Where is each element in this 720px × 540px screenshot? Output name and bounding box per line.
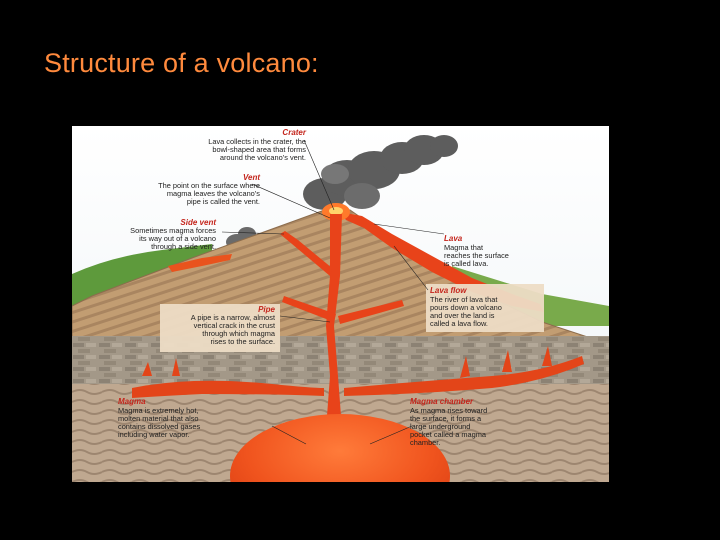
svg-text:chamber.: chamber.: [410, 438, 440, 447]
sill-right: [344, 356, 584, 396]
svg-text:bowl-shaped area that forms: bowl-shaped area that forms: [212, 145, 306, 154]
svg-text:through a side vent.: through a side vent.: [151, 242, 216, 251]
svg-text:the surface, it forms a: the surface, it forms a: [410, 414, 482, 423]
side-lava: [168, 254, 232, 272]
svg-text:Magma chamber: Magma chamber: [410, 397, 474, 406]
pipe-callout: Pipe A pipe is a narrow, almost vertical…: [191, 305, 276, 346]
crater-callout: Crater Lava collects in the crater, the …: [208, 128, 307, 162]
svg-text:Crater: Crater: [282, 128, 306, 137]
svg-text:Magma that: Magma that: [444, 243, 483, 252]
svg-text:around the volcano’s vent.: around the volcano’s vent.: [220, 153, 306, 162]
svg-text:molten material that also: molten material that also: [118, 414, 199, 423]
side-vent: [280, 231, 332, 276]
lava-flow-callout: Lava flow The river of lava that pours d…: [430, 286, 502, 328]
pipe-box: [160, 304, 280, 352]
svg-text:Lava flow: Lava flow: [430, 286, 467, 295]
main-pipe: [324, 214, 344, 456]
svg-text:magma leaves the volcano’s: magma leaves the volcano’s: [167, 189, 260, 198]
svg-text:The point on the surface where: The point on the surface where: [158, 181, 260, 190]
lava-flow-box: [426, 284, 544, 332]
volcano-illustration: Crater Lava collects in the crater, the …: [72, 126, 609, 482]
volcano-diagram: Crater Lava collects in the crater, the …: [72, 126, 609, 482]
svg-text:Pipe: Pipe: [258, 305, 275, 314]
slide-title: Structure of a volcano:: [44, 48, 319, 78]
svg-text:large underground: large underground: [410, 422, 470, 431]
lava-callout: Lava Magma that reaches the surface is c…: [444, 234, 509, 268]
svg-text:Sometimes magma forces: Sometimes magma forces: [130, 226, 216, 235]
ash-cloud: [303, 135, 458, 210]
vent-callout: Vent The point on the surface where magm…: [158, 173, 260, 206]
svg-text:its way out of a volcano: its way out of a volcano: [139, 234, 216, 243]
svg-text:As magma rises toward: As magma rises toward: [410, 406, 487, 415]
svg-text:reaches the surface: reaches the surface: [444, 251, 509, 260]
svg-text:A pipe is a narrow, almost: A pipe is a narrow, almost: [191, 313, 275, 322]
magma-chamber-callout: Magma chamber As magma rises toward the …: [410, 397, 487, 447]
svg-text:contains dissolved gases: contains dissolved gases: [118, 422, 200, 431]
svg-text:Lava collects in the crater, t: Lava collects in the crater, the: [208, 137, 306, 146]
svg-text:through which magma: through which magma: [202, 329, 276, 338]
svg-text:vertical crack in the crust: vertical crack in the crust: [194, 321, 275, 330]
svg-text:Magma: Magma: [118, 397, 146, 406]
svg-text:including water vapor.: including water vapor.: [118, 430, 190, 439]
svg-text:pocket called a magma: pocket called a magma: [410, 430, 487, 439]
svg-text:The river of lava that: The river of lava that: [430, 295, 497, 304]
svg-text:Side vent: Side vent: [180, 218, 216, 227]
magma-chamber: [230, 414, 450, 482]
magma-callout: Magma Magma is extremely hot, molten mat…: [118, 397, 200, 439]
svg-text:rises to the surface.: rises to the surface.: [211, 337, 276, 346]
side-vent-callout: Side vent Sometimes magma forces its way…: [130, 218, 216, 251]
svg-text:pours down a volcano: pours down a volcano: [430, 303, 502, 312]
svg-text:Lava: Lava: [444, 234, 463, 243]
sill-left: [132, 380, 324, 398]
svg-text:Vent: Vent: [243, 173, 260, 182]
svg-text:Magma is extremely hot,: Magma is extremely hot,: [118, 406, 199, 415]
svg-text:pipe is called the vent.: pipe is called the vent.: [187, 197, 260, 206]
svg-text:and over the land is: and over the land is: [430, 311, 495, 320]
svg-text:called a lava flow.: called a lava flow.: [430, 319, 488, 328]
svg-text:is called lava.: is called lava.: [444, 259, 488, 268]
